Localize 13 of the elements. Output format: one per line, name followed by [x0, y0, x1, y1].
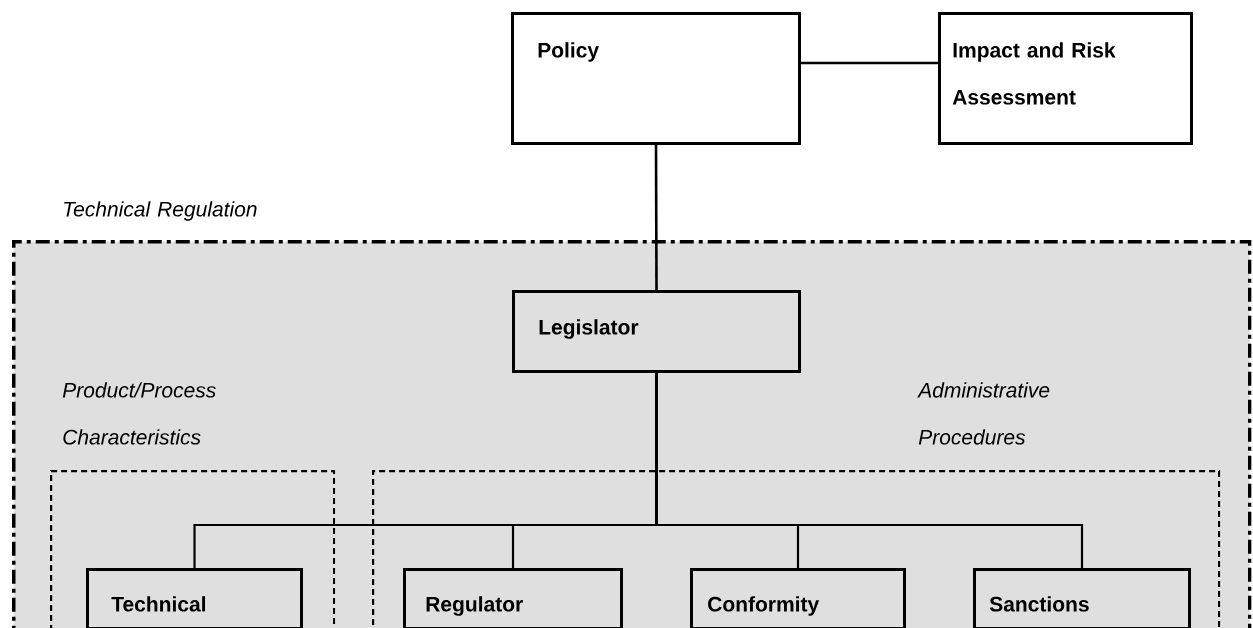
group-heading: Administrative Procedures: [917, 382, 1050, 445]
connector-line: [655, 373, 1084, 568]
process-box: Impact and Risk Assessment: [938, 12, 1193, 145]
process-box: Sanctions: [973, 568, 1191, 628]
connector-line: [801, 61, 938, 65]
group-heading: Product/Process Characteristics: [62, 382, 216, 445]
process-box: Legislator: [512, 290, 801, 373]
process-box: Conformity: [690, 568, 906, 628]
process-box: Regulator: [403, 568, 623, 628]
connector-line: [654, 145, 658, 290]
process-box: Policy: [511, 12, 801, 145]
group-heading: Technical Regulation: [64, 201, 257, 221]
process-box: Technical: [86, 568, 303, 628]
